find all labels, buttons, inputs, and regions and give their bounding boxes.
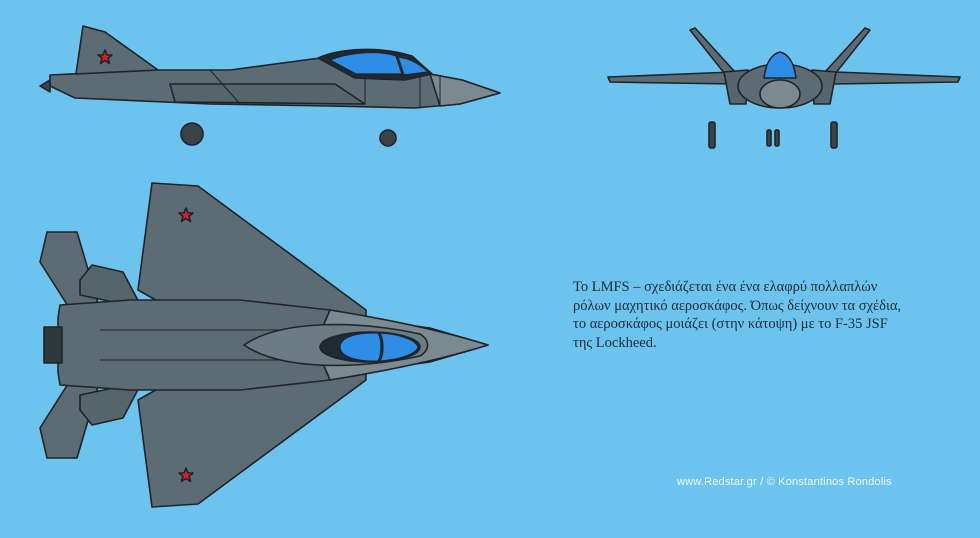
top-view	[39, 182, 489, 508]
front-view	[607, 27, 961, 149]
side-view	[39, 25, 501, 147]
caption-line-4: της Lockheed.	[573, 334, 657, 351]
description-text: Το LMFS – σχεδιάζεται ένα ένα ελαφρύ πολ…	[573, 278, 973, 352]
caption-line-1: Το LMFS – σχεδιάζεται ένα ένα ελαφρύ πολ…	[573, 279, 878, 295]
caption-line-2: ρόλων μαχητικό αεροσκάφος. Όπως δείχνουν…	[573, 297, 902, 314]
caption-line-3: το αεροσκάφος μοιάζει (στην κάτοψη) με τ…	[573, 316, 888, 332]
credit-text: www.Redstar.gr / © Konstantinos Rondolis	[677, 476, 892, 488]
